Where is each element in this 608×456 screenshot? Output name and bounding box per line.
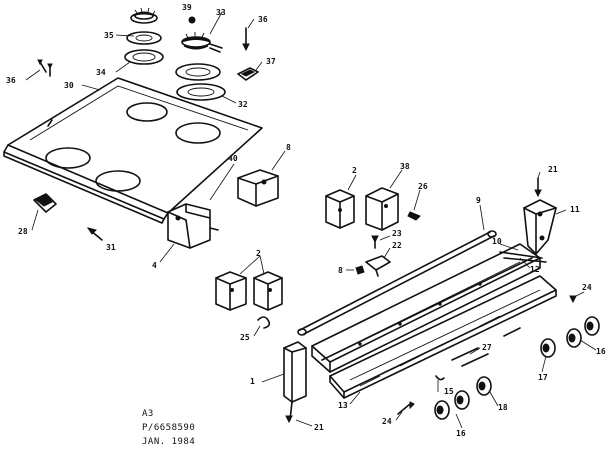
bracket-11: [523, 199, 557, 255]
callout-24-bottom: 24: [382, 417, 392, 426]
callout-12: 12: [530, 265, 540, 274]
knob-17: [540, 338, 556, 358]
callout-36-top: 36: [258, 15, 268, 24]
diagram-caption: A3 P/6658590 JAN. 1984: [142, 409, 195, 447]
callout-36-left: 36: [6, 76, 16, 85]
callout-23: 23: [392, 229, 402, 238]
drip-pan-left: [126, 31, 162, 45]
rod-9: [297, 230, 497, 336]
switch-38: [365, 187, 399, 231]
part-24-screw-right: [569, 295, 577, 304]
callout-28: 28: [18, 227, 28, 236]
callout-21-bottom: 21: [314, 423, 324, 432]
drip-pan-right: [175, 63, 221, 81]
callout-33: 33: [216, 8, 226, 17]
part-37-receptacle: [237, 67, 259, 81]
trim-ring-left: [124, 49, 164, 65]
part-22-bracket: [365, 255, 391, 277]
knob-16-bottom-a: [434, 400, 450, 420]
callout-16-right: 16: [596, 347, 606, 356]
callout-27: 27: [482, 343, 492, 352]
part-27-clips: [451, 327, 521, 367]
knob-16-right-b: [584, 316, 600, 336]
knob-18: [476, 376, 492, 396]
surface-element-right: [181, 32, 211, 50]
part-28-clip: [33, 193, 57, 213]
callout-18: 18: [498, 403, 508, 412]
switch-4: [167, 203, 219, 249]
switch-8-top: [237, 169, 279, 207]
part-36-screw-top: [242, 27, 250, 52]
callout-32: 32: [238, 100, 248, 109]
switch-2-lower-a: [215, 271, 247, 311]
part-21-screw-top: [534, 177, 542, 198]
callout-31: 31: [106, 243, 116, 252]
part-15-spring: [435, 375, 445, 381]
lower-panel-13: [321, 257, 557, 399]
leader-lines: [25, 11, 597, 429]
part-26-screw: [407, 211, 421, 221]
callout-40: 40: [228, 154, 238, 163]
caption-line-2: P/6658590: [142, 423, 195, 433]
callout-16-bottom: 16: [456, 429, 466, 438]
callout-30: 30: [64, 81, 74, 90]
callout-35: 35: [104, 31, 114, 40]
knob-16-bottom-b: [454, 390, 470, 410]
callout-2-lower: 2: [256, 249, 261, 258]
part-21-screw-bottom: [285, 415, 293, 424]
callout-22: 22: [392, 241, 402, 250]
callout-11: 11: [570, 205, 580, 214]
callout-25: 25: [240, 333, 250, 342]
surface-element-left: [130, 7, 158, 24]
part-23-screw: [371, 235, 379, 249]
part-25-spring: [257, 316, 271, 329]
callout-17: 17: [538, 373, 548, 382]
callout-1: 1: [250, 377, 255, 386]
callout-8-lower: 8: [338, 266, 343, 275]
knob-16-right-a: [566, 328, 582, 348]
caption-line-3: JAN. 1984: [142, 437, 195, 447]
part-24-screw-bottom: [397, 401, 415, 415]
cooktop-top: [3, 77, 263, 224]
bracket-12: [499, 251, 547, 263]
callout-15: 15: [444, 387, 454, 396]
element-terminal: [209, 43, 223, 53]
switch-2-lower-b: [253, 271, 283, 311]
callout-24-right: 24: [582, 283, 592, 292]
callout-38: 38: [400, 162, 410, 171]
callout-26: 26: [418, 182, 428, 191]
part-8-nut: [355, 265, 365, 275]
callout-37: 37: [266, 57, 276, 66]
caption-line-1: A3: [142, 409, 154, 419]
callout-10: 10: [492, 237, 502, 246]
trim-ring-right: [176, 83, 226, 101]
callout-21-top: 21: [548, 165, 558, 174]
part-36-screws-left: [37, 59, 53, 77]
callout-4: 4: [152, 261, 157, 270]
part-31-arrow: [86, 227, 103, 241]
callout-9: 9: [476, 196, 481, 205]
part-39-nut: [188, 16, 196, 24]
callout-13: 13: [338, 401, 348, 410]
callouts: 39 33 36 35 37 34 36 30 32 40 8 4 28 31 …: [6, 3, 606, 438]
switch-2-upper-a: [325, 189, 355, 229]
callout-39: 39: [182, 3, 192, 12]
callout-8-top: 8: [286, 143, 291, 152]
callout-2-upper: 2: [352, 166, 357, 175]
callout-34: 34: [96, 68, 106, 77]
side-bracket-1: [283, 341, 307, 421]
